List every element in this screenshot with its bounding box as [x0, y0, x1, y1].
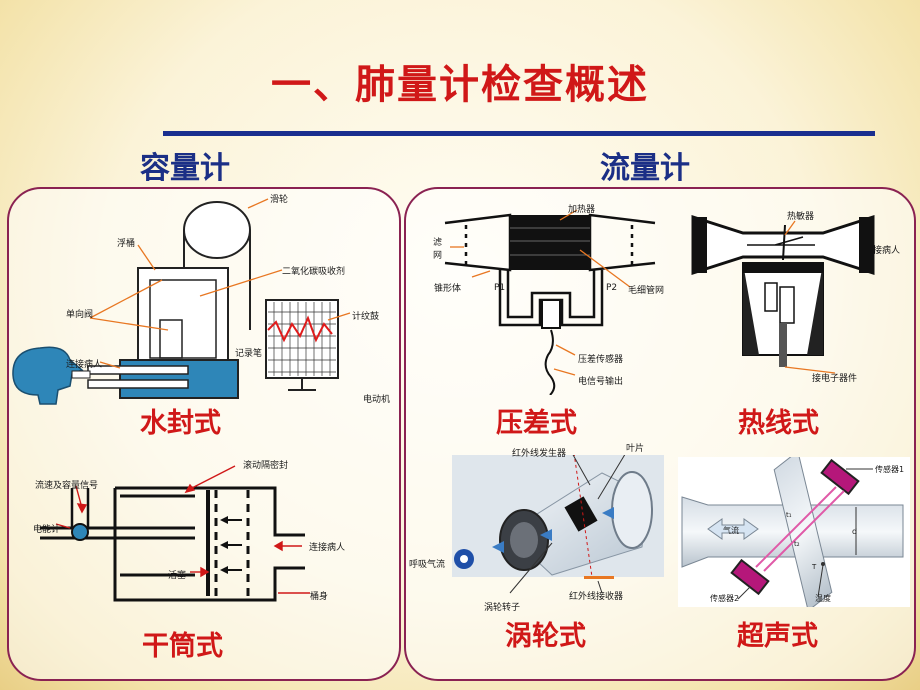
airflow-arrow	[707, 518, 759, 540]
water-seal-diagram	[12, 198, 351, 405]
title-underline	[163, 131, 875, 136]
sensor-1	[820, 458, 860, 496]
label-capillary: 毛细管网	[628, 286, 665, 296]
label-sensor2: 传感器2	[710, 594, 740, 603]
label-patient-hotwire: 接病人	[873, 246, 901, 256]
label-electronics: 接电子器件	[812, 374, 858, 384]
label-barrel: 桶身	[310, 592, 329, 602]
label-thermistor: 热敏器	[787, 212, 815, 222]
label-p1: P1	[494, 283, 506, 293]
label-d: d	[852, 527, 858, 536]
ultrasonic-diagram	[678, 457, 910, 607]
caption-ultrasonic: 超声式	[737, 621, 818, 652]
label-kymograph: 计纹鼓	[352, 312, 380, 322]
label-patient-dry: 连接病人	[309, 543, 346, 553]
float-bell	[137, 267, 229, 369]
differential-diagram	[444, 209, 656, 395]
label-T: T	[812, 563, 817, 571]
patient-head	[12, 346, 84, 405]
label-motor: 电动机	[363, 395, 391, 405]
label-sensor1: 传感器1	[875, 465, 905, 474]
label-signal: 流速及容量信号	[35, 481, 99, 491]
caption-water-seal: 水封式	[140, 408, 221, 439]
sensor-2	[730, 558, 770, 596]
caption-turbine: 涡轮式	[505, 621, 586, 652]
kymograph-trace	[267, 315, 333, 343]
label-recorder-pen: 记录笔	[235, 349, 263, 359]
label-p2: P2	[606, 283, 618, 293]
label-ir-emitter: 红外线发生器	[512, 449, 567, 459]
label-check-valve: 单向阀	[66, 310, 94, 320]
label-temperature: 温度	[815, 594, 831, 603]
label-diff-sensor: 压差传感器	[578, 355, 624, 365]
pulley-wheel	[183, 201, 251, 259]
section-heading-volume: 容量计	[140, 151, 230, 186]
label-pulley: 滑轮	[270, 195, 289, 205]
caption-dry-cylinder: 干筒式	[142, 631, 223, 662]
label-breath: 呼吸气流	[409, 560, 446, 570]
dry-cylinder-diagram	[40, 465, 310, 602]
label-patient-water: 连接病人	[66, 360, 103, 370]
label-piston: 活塞	[168, 571, 187, 581]
label-potentiometer: 电能计	[33, 525, 61, 535]
turbine-diagram	[452, 455, 664, 594]
caption-hot-wire: 热线式	[738, 408, 819, 439]
capillary-heater-block	[510, 215, 590, 270]
label-rolling-seal: 滚动隔密封	[243, 461, 289, 471]
label-ir-receiver: 红外线接收器	[569, 592, 624, 602]
potentiometer-ball	[71, 523, 89, 541]
label-screen: 滤网	[433, 238, 443, 261]
label-cone: 锥形体	[434, 284, 462, 294]
label-airflow: 气流	[723, 526, 739, 535]
label-float: 浮桶	[117, 239, 136, 249]
section-heading-flow: 流量计	[600, 151, 690, 186]
label-co2-absorber: 二氧化碳吸收剂	[282, 267, 346, 277]
page-title: 一、肺量计检查概述	[271, 62, 649, 108]
label-blade: 叶片	[626, 444, 645, 454]
hot-wire-diagram	[691, 214, 875, 374]
label-signal-output: 电信号输出	[578, 377, 624, 387]
label-t2: t₂	[794, 540, 800, 548]
label-t1: t₁	[786, 511, 792, 519]
turbine-blade	[564, 496, 598, 532]
label-heater: 加热器	[568, 205, 596, 215]
caption-differential: 压差式	[496, 408, 577, 439]
label-rotor: 涡轮转子	[484, 603, 521, 613]
